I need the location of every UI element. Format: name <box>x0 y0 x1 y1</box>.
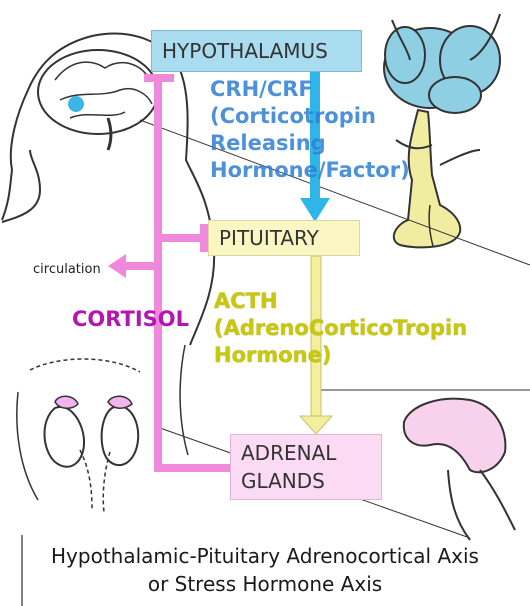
circulation-label: circulation <box>33 262 101 277</box>
acth-arrow-head <box>300 416 332 434</box>
circulation-arrow-head <box>108 254 126 278</box>
caption-line-2: or Stress Hormone Axis <box>0 572 530 596</box>
feedback-bottom-bar <box>154 464 230 472</box>
head-illustration <box>2 34 214 345</box>
hypothalamus-label: HYPOTHALAMUS <box>162 39 328 63</box>
adrenal-stem <box>448 470 515 540</box>
gland-cluster-3 <box>385 27 425 83</box>
kidney-left <box>44 407 84 467</box>
adrenal-gland-shape <box>404 399 506 473</box>
cortisol-label: CORTISOL <box>72 307 189 331</box>
pituitary-label: PITUITARY <box>219 226 319 250</box>
feedback-pituitary-bar <box>154 234 202 242</box>
adrenal-glands-box: ADRENAL GLANDS <box>230 434 382 500</box>
adrenal-label-line1: ADRENAL <box>241 439 336 467</box>
adrenal-right-highlight <box>108 396 132 408</box>
adrenal-left-highlight <box>55 396 78 408</box>
brain-hypothalamus-highlight <box>68 96 84 112</box>
face-outline <box>2 150 40 222</box>
adrenal-label-line2: GLANDS <box>241 467 325 495</box>
brain-folds <box>55 62 152 118</box>
head-outline <box>2 34 214 345</box>
acth-label: ACTH (AdrenoCorticoTropin Hormone) <box>214 288 514 369</box>
crh-arrow-head <box>300 198 330 222</box>
body-dashed-outline <box>30 359 140 372</box>
hypothalamus-box: HYPOTHALAMUS <box>151 30 362 72</box>
crh-label: CRH/CRF (Corticotropin Releasing Hormone… <box>210 76 440 184</box>
caption-line-1: Hypothalamic-Pituitary Adrenocortical Ax… <box>0 544 530 568</box>
adrenal-illustration <box>404 399 515 540</box>
feedback-hypothalamus-inhibit <box>144 74 174 82</box>
ureters <box>80 450 110 512</box>
pituitary-box: PITUITARY <box>208 220 360 256</box>
feedback-vertical-bar <box>154 78 162 472</box>
kidney-right <box>102 406 139 465</box>
feedback-pituitary-inhibit <box>200 224 208 252</box>
